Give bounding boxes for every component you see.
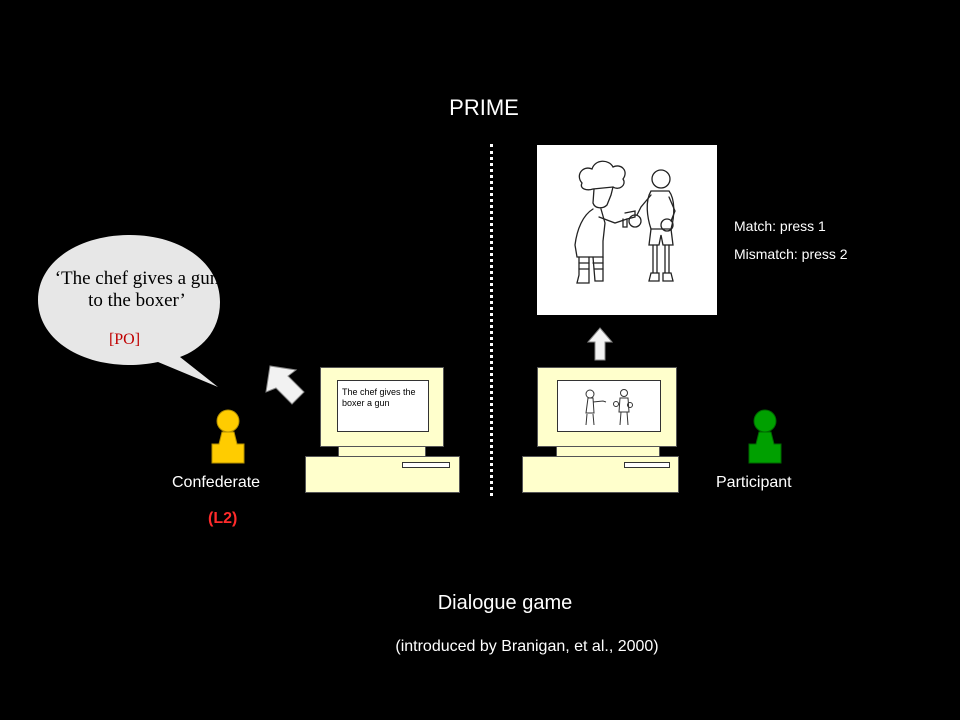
match-instruction: Match: press 1 [734,218,826,234]
dialogue-game-title: Dialogue game [437,592,573,614]
language-label: (L2) [208,510,238,527]
confederate-label: Confederate [172,474,261,491]
citation: (introduced by Branigan, et al., 2000) [395,638,659,655]
up-left-arrow-icon [265,365,305,405]
confederate-screen: The chef gives the boxer a gun [337,380,429,432]
confederate-drive-slot [402,462,450,468]
screen-picture-thumbnail [560,383,658,429]
confederate-figure-icon [211,409,245,464]
chef-boxer-drawing [574,160,676,284]
prime-title: PRIME [449,95,519,120]
prime-picture [537,145,717,315]
screen-sentence: The chef gives the boxer a gun [342,387,416,408]
structure-tag: [PO] [108,331,141,348]
mismatch-instruction: Mismatch: press 2 [734,246,848,262]
dotted-divider [490,144,493,496]
participant-drive-slot [624,462,670,468]
participant-label: Participant [716,474,792,491]
speech-quote: ‘The chef gives a gun to the boxer’ [54,268,220,311]
participant-screen [557,380,661,432]
participant-figure-icon [748,409,782,464]
up-arrow-icon [586,327,614,361]
speech-bubble [38,235,220,387]
